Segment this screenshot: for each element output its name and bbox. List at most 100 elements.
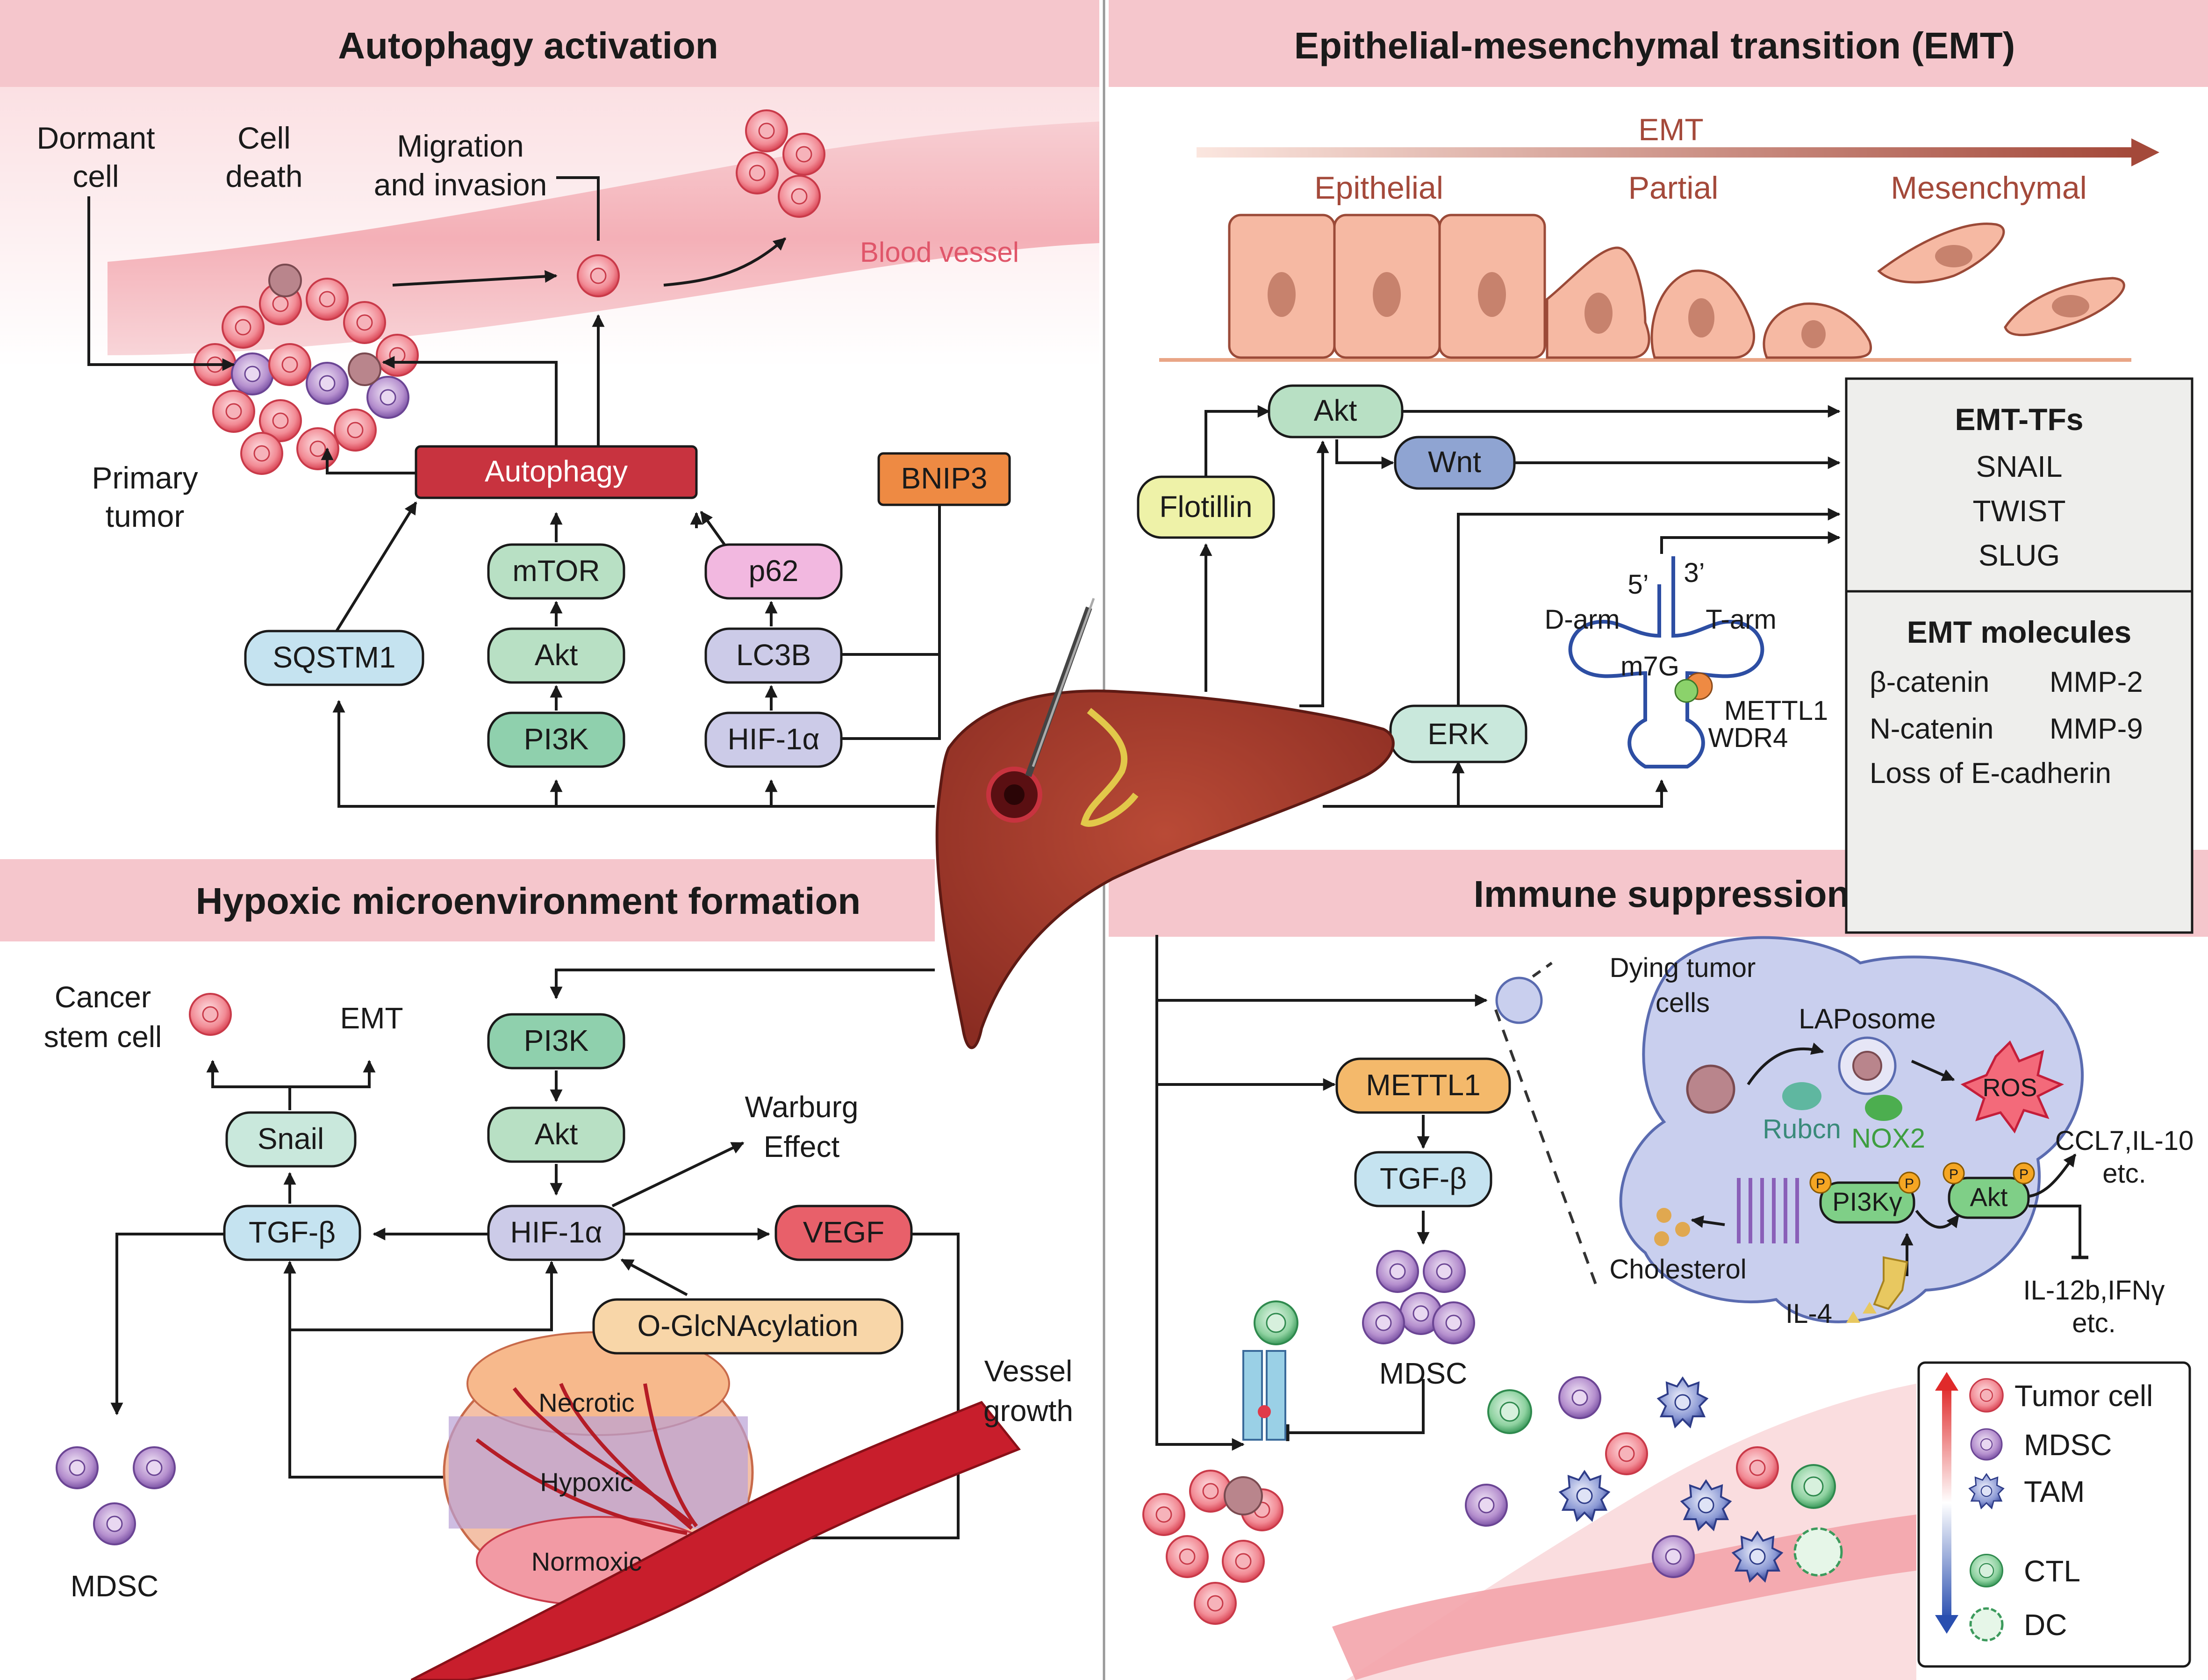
phospho-dots: P P P P	[1809, 1162, 2035, 1194]
trna-d-arm: D-arm	[1544, 604, 1620, 635]
label-il4: IL-4	[1785, 1299, 1832, 1329]
panel-title-emt: Epithelial-mesenchymal transition (EMT)	[1294, 25, 2015, 66]
emt-arrow-label: EMT	[1638, 112, 1703, 147]
wnt-label: Wnt	[1428, 445, 1481, 479]
cholesterol-dots	[1654, 1208, 1690, 1246]
pi3k-box-autophagy: PI3K	[487, 711, 625, 768]
emt-tfs-title: EMT-TFs	[1955, 402, 2084, 437]
legend-tumor-cell: Tumor cell	[2014, 1379, 2153, 1413]
legend-box	[1917, 1361, 2191, 1668]
emt-mol-n-catenin: N-catenin	[1870, 713, 1993, 745]
p62-label: p62	[749, 554, 799, 588]
label-mesenchymal: Mesenchymal	[1891, 170, 2087, 206]
label-cell-death: Cell	[237, 121, 291, 155]
label-cancer-stem-cell-2: stem cell	[44, 1020, 162, 1054]
il4-receptor	[1873, 1256, 1908, 1310]
phospho-p-4: P	[2019, 1167, 2029, 1182]
legend-ctl: CTL	[2024, 1554, 2080, 1588]
pi3k-label-hypoxia: PI3K	[524, 1024, 589, 1057]
ros-burst	[1960, 1040, 2065, 1134]
label-mdsc-hypoxia: MDSC	[71, 1569, 158, 1603]
hypoxia-connectors	[110, 969, 960, 1544]
emt-arrow	[1197, 138, 2159, 166]
mdsc-cluster-hypoxia	[56, 1446, 176, 1545]
label-cell-death-2: death	[225, 159, 302, 194]
lc3b-box: LC3B	[704, 627, 843, 684]
erk-box: ERK	[1389, 704, 1527, 763]
trna-mettl1: METTL1	[1724, 696, 1828, 726]
label-necrotic: Necrotic	[538, 1388, 634, 1417]
panel-title-autophagy: Autophagy activation	[338, 25, 718, 66]
trna-3-prime: 3’	[1684, 558, 1705, 588]
cancer-stem-cell	[189, 993, 232, 1036]
ctl-tumor-interaction	[1142, 1300, 1298, 1625]
dying-tumor-cell-immune	[1495, 976, 1735, 1114]
mdsc-cluster-immune	[1362, 1250, 1475, 1344]
emt-mol-mmp2: MMP-2	[2050, 666, 2143, 698]
label-dying-tumor-cells-2: cells	[1656, 988, 1710, 1018]
oglc-label: O-GlcNAcylation	[638, 1309, 859, 1343]
label-primary-tumor-2: tumor	[106, 499, 185, 533]
erk-label: ERK	[1427, 717, 1489, 751]
emt-tf-slug: SLUG	[1979, 538, 2060, 572]
tgfb-box-hypoxia: TGF-β	[223, 1205, 361, 1261]
sqstm1-label: SQSTM1	[272, 640, 395, 674]
il4-triangles	[1846, 1302, 1877, 1323]
autophagy-connectors	[87, 176, 941, 808]
tgfb-box-immune: TGF-β	[1354, 1151, 1492, 1207]
tam-big-cell	[1619, 936, 2084, 1323]
sqstm1-box: SQSTM1	[244, 630, 424, 686]
hif1a-label-hypoxia: HIF-1α	[510, 1215, 602, 1249]
label-il12b-ifng-2: etc.	[2072, 1308, 2116, 1338]
label-mdsc-immune: MDSC	[1379, 1357, 1467, 1390]
emt-mol-mmp9: MMP-9	[2050, 713, 2143, 745]
label-rubcn: Rubcn	[1763, 1114, 1841, 1144]
akt-label-immune: Akt	[1970, 1182, 2008, 1212]
immune-internal-arrows	[1691, 1042, 2088, 1276]
emt-mol-b-catenin: β-catenin	[1870, 666, 1989, 698]
legend-tam: TAM	[2024, 1475, 2085, 1508]
autophagy-illustration	[0, 87, 1099, 475]
trna-m7g: m7G	[1620, 651, 1679, 682]
mettl1-box-immune: METTL1	[1335, 1057, 1511, 1114]
legend-mdsc: MDSC	[2024, 1428, 2112, 1462]
akt-label-autophagy: Akt	[535, 638, 578, 672]
akt-box-autophagy: Akt	[487, 627, 625, 684]
emt-tf-snail: SNAIL	[1976, 450, 2063, 483]
label-warburg-2: Effect	[764, 1130, 840, 1163]
akt-box-emt: Akt	[1268, 384, 1404, 438]
laposome	[1838, 1036, 1897, 1095]
label-normoxic: Normoxic	[531, 1547, 642, 1576]
flotillin-box: Flotillin	[1137, 475, 1275, 539]
label-partial: Partial	[1628, 170, 1719, 206]
emt-tfs-box	[1845, 377, 2194, 934]
label-epithelial: Epithelial	[1314, 170, 1443, 206]
pi3kg-box: PI3Kγ	[1819, 1181, 1915, 1224]
label-ros: ROS	[1982, 1074, 2037, 1102]
autophagy-box: Autophagy	[415, 445, 698, 499]
mtor-label: mTOR	[512, 554, 600, 588]
hif1a-box-hypoxia: HIF-1α	[487, 1205, 625, 1261]
panel-title-immune: Immune suppression	[1474, 873, 1850, 915]
label-il12b-ifng: IL-12b,IFNγ	[2023, 1275, 2165, 1306]
label-migration-2: and invasion	[374, 167, 547, 202]
immune-tissue-scene	[1332, 1376, 1916, 1680]
blood-vessel-hypoxia	[410, 1400, 1021, 1680]
akt-label-hypoxia: Akt	[535, 1117, 578, 1151]
panel-title-hypoxia: Hypoxic microenvironment formation	[196, 880, 860, 922]
label-hypoxic: Hypoxic	[540, 1467, 633, 1497]
wdr4-dot	[1674, 679, 1699, 703]
label-hypoxia-emt: EMT	[340, 1001, 403, 1035]
phospho-p-3: P	[1949, 1167, 1958, 1182]
trna-wdr4: WDR4	[1708, 723, 1788, 753]
tgfb-label-hypoxia: TGF-β	[249, 1215, 336, 1249]
snail-box: Snail	[225, 1111, 357, 1168]
blood-vessel	[108, 122, 1099, 355]
nox2-blob	[1865, 1095, 1902, 1121]
label-primary-tumor: Primary	[92, 460, 198, 495]
label-ccl7-il10: CCL7,IL-10	[2055, 1126, 2194, 1156]
akt-box-immune: Akt	[1948, 1177, 2030, 1219]
emt-molecules-title: EMT molecules	[1907, 615, 2131, 649]
